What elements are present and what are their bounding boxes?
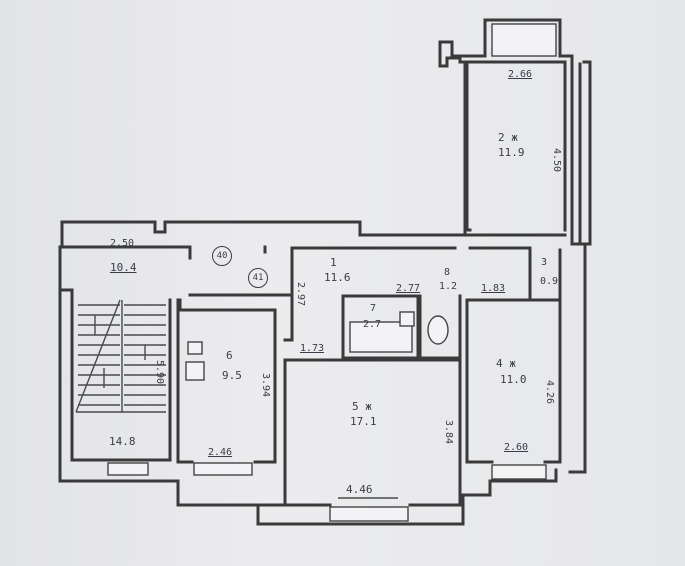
room-8-area: 1.2 (439, 281, 458, 292)
room-2-area: 11.9 (498, 146, 525, 159)
dim-hall-width: 1.73 (300, 343, 325, 354)
dim-room6-width: 2.46 (208, 447, 233, 458)
room-2-name: 2 ж (498, 131, 518, 144)
corridor-area: 10.4 (110, 261, 137, 274)
stair-treads (75, 299, 166, 413)
window-room4 (491, 464, 547, 480)
fixtures (185, 311, 449, 381)
wall-room6-left (176, 298, 194, 464)
wall-right-outer (568, 62, 587, 474)
wall-room6-top (178, 298, 277, 464)
wall-room2-top (465, 60, 567, 232)
dim-room4-length: 4.26 (544, 380, 555, 405)
wall-bottom-right (256, 468, 558, 526)
room-5-area: 17.1 (350, 415, 377, 428)
stair-area: 14.8 (109, 435, 136, 448)
marker-41: 41 (248, 268, 268, 288)
wall-bottom-left (58, 288, 260, 507)
wall-wc (418, 294, 462, 360)
stove-icon (185, 361, 205, 381)
room-6-name: 6 (226, 349, 233, 362)
wall-top-left (60, 220, 362, 248)
room-8-name: 8 (444, 267, 451, 278)
wall-room4-right (465, 298, 562, 464)
wall-stair (70, 288, 172, 462)
outer-walls (58, 18, 592, 526)
dim-room5-length: 3.84 (443, 420, 454, 445)
room-1-name: 1 (330, 256, 337, 269)
room-3-name: 3 (541, 257, 548, 268)
wall-room4-left (465, 298, 494, 464)
dim-room2-length: 4.50 (551, 148, 562, 173)
wall-left-upper (58, 245, 74, 290)
wall-room2-left (465, 60, 472, 232)
room-4-area: 11.0 (500, 373, 527, 386)
sink-kitchen-icon (187, 341, 203, 355)
wall-closet (528, 246, 562, 302)
dim-room4-width: 2.60 (504, 442, 529, 453)
window-stair (107, 462, 149, 476)
room-6-area: 9.5 (222, 369, 242, 382)
bathtub-icon (349, 321, 413, 353)
window-room5 (329, 506, 409, 522)
stair-dim: 5.90 (154, 360, 165, 385)
wall-hall-left (283, 246, 294, 342)
room-1-area: 11.6 (324, 271, 351, 284)
wall-bath (341, 294, 420, 360)
dim-room6-length: 3.94 (260, 373, 271, 398)
wall-corridor-left-top (70, 245, 192, 260)
room-5-name: 5 ж (352, 400, 372, 413)
window-room6 (193, 462, 253, 476)
wall-corridor-top (358, 18, 574, 246)
dim-small-width: 1.83 (481, 283, 506, 294)
corridor-dim: 2.50 (110, 238, 135, 249)
room-7-name: 7 (370, 303, 377, 314)
dim-room5-width: 4.46 (346, 483, 373, 496)
wall-room5-right (283, 358, 462, 507)
room-7-area: 2.7 (363, 319, 382, 330)
toilet-icon (427, 315, 449, 345)
room-4-name: 4 ж (496, 357, 516, 370)
dim-hall-length: 2.97 (295, 282, 306, 307)
sink-icon (399, 311, 415, 327)
dim-room2-width: 2.66 (508, 69, 533, 80)
room-3-area: 0.9 (540, 276, 559, 287)
dim-bath-width: 2.77 (396, 283, 421, 294)
interior-walls (70, 60, 567, 507)
windows (107, 23, 557, 522)
balcony (491, 23, 557, 57)
marker-40: 40 (212, 246, 232, 266)
